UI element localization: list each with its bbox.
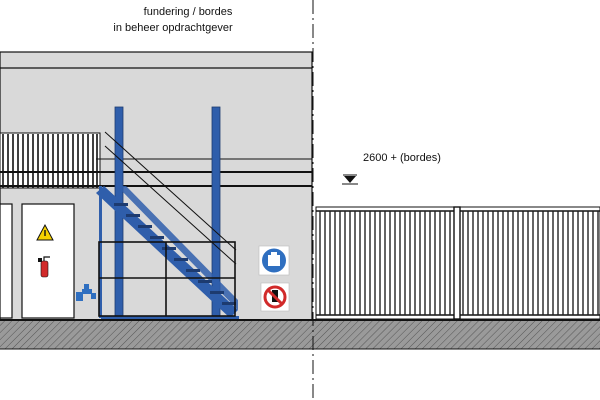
fire-extinguisher-icon: [38, 256, 50, 278]
ground: [0, 319, 600, 350]
annotation-line-1: fundering / bordes: [143, 6, 233, 18]
door-main: [21, 203, 75, 319]
door-left: [0, 203, 13, 319]
warning-triangle-icon: [36, 223, 54, 241]
annotation-line-2: in beheer opdrachtgever: [113, 22, 233, 34]
ventilation-grille: [0, 132, 101, 189]
platform-railing: [0, 158, 312, 187]
water-tap-icon: [76, 284, 96, 301]
level-label: 2600 + (bordes): [363, 152, 441, 164]
steel-staircase: [96, 106, 239, 321]
prohibition-sign-icon: [260, 282, 290, 312]
fence: [315, 206, 600, 320]
level-marker-icon: [342, 174, 358, 185]
mandatory-sign-icon: [258, 245, 290, 276]
lower-railing: [98, 241, 236, 317]
